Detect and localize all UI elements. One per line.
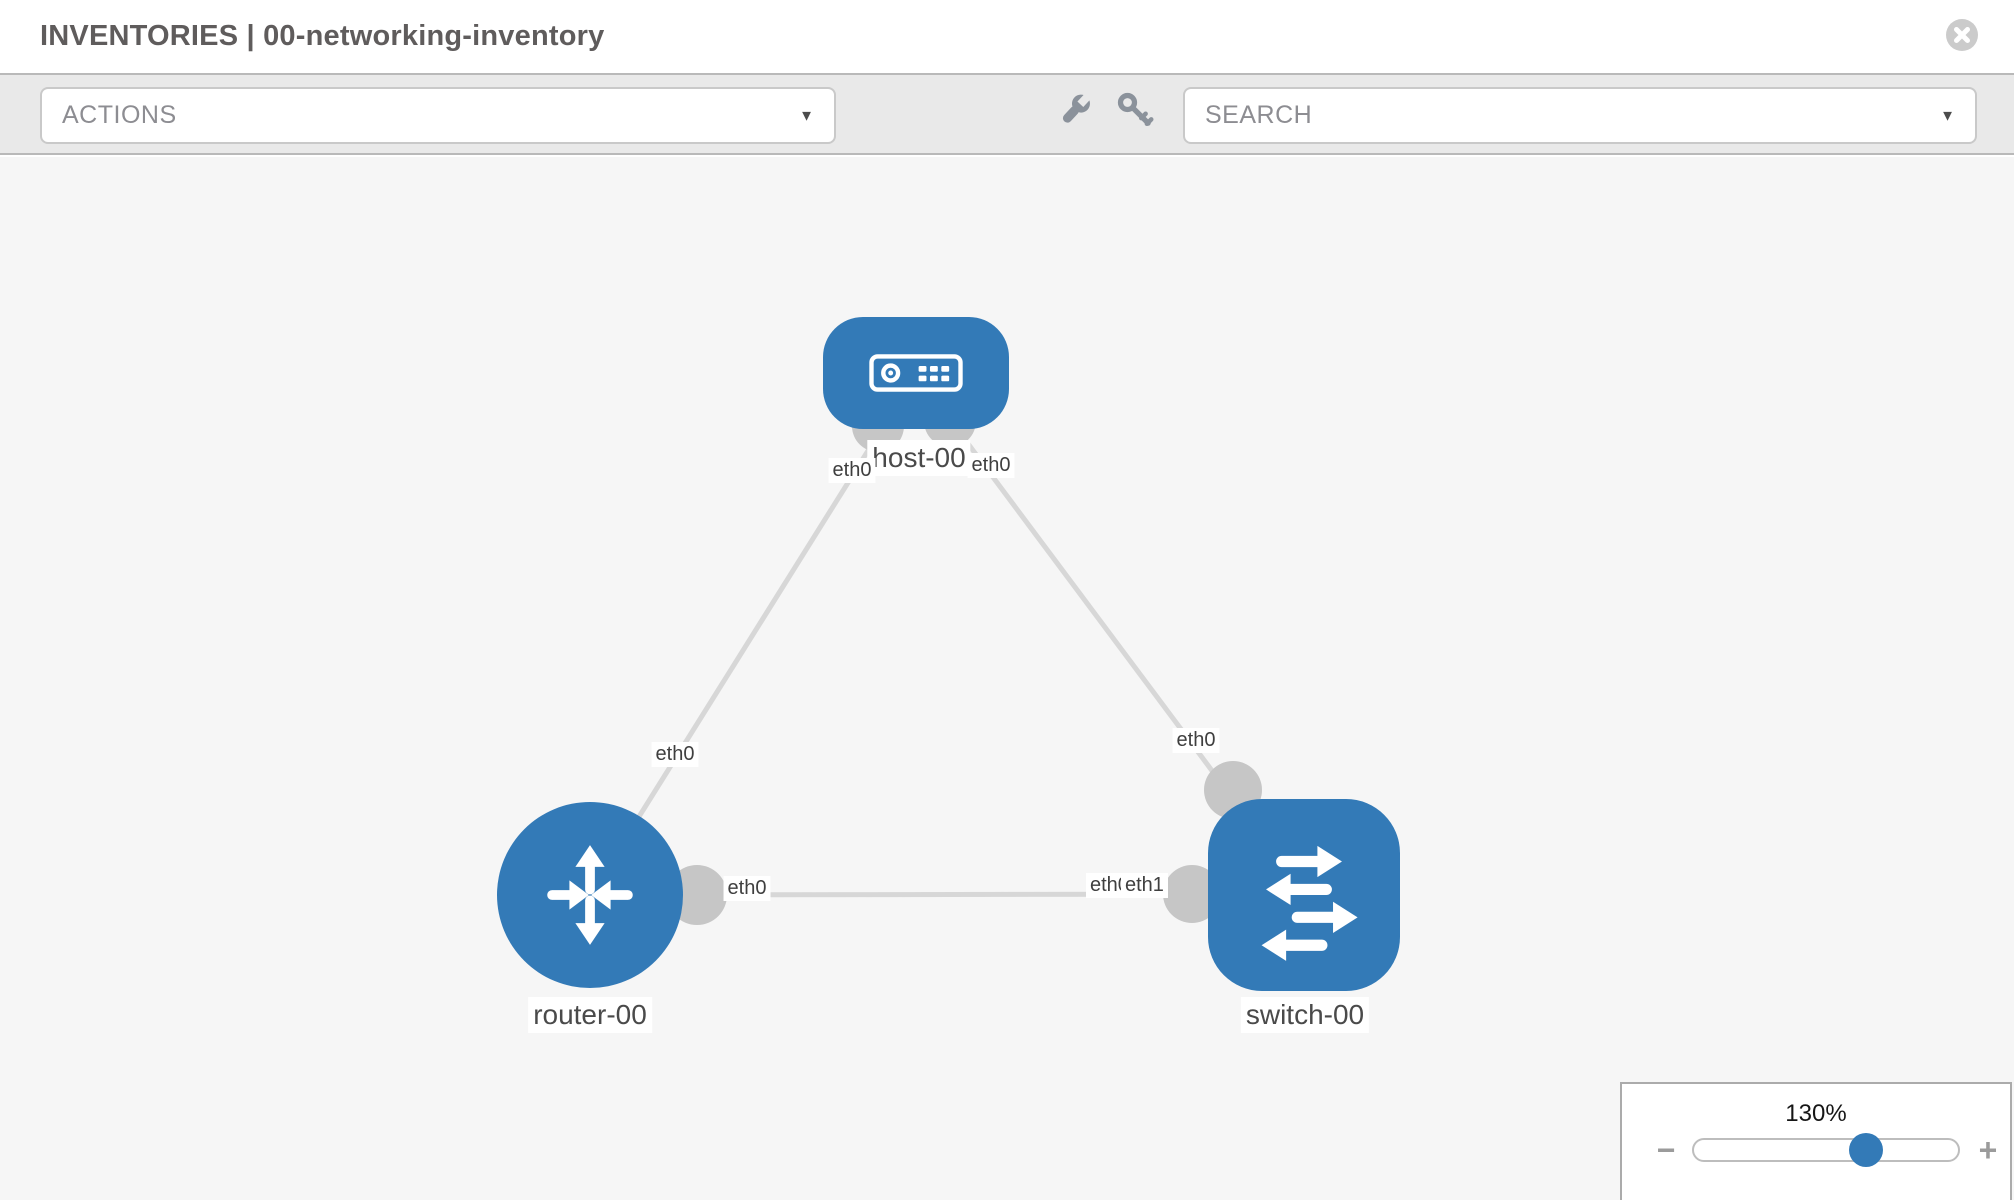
configure-button[interactable] (1053, 88, 1097, 132)
node-label-router-00: router-00 (528, 997, 652, 1033)
header: INVENTORIES | 00-networking-inventory (0, 0, 2014, 73)
chevron-down-icon: ▼ (799, 107, 814, 124)
node-router-00[interactable] (497, 802, 683, 988)
interface-dot (1163, 865, 1221, 923)
node-label-host-00: host-00 (867, 440, 971, 476)
wrench-icon (1062, 93, 1092, 123)
zoom-slider-track[interactable] (1692, 1133, 1960, 1167)
key-icon (1117, 92, 1154, 126)
topology-canvas[interactable]: host-00 router-00 switch-00 eth0 eth0 et… (0, 157, 2014, 1200)
interface-label-host-right: eth0 (967, 453, 1015, 478)
switch-icon (1261, 845, 1358, 961)
node-label-switch-00: switch-00 (1240, 997, 1370, 1033)
search-dropdown[interactable]: SEARCH ▼ (1183, 87, 1977, 144)
interface-label-router-top: eth0 (651, 742, 699, 767)
actions-dropdown[interactable]: ACTIONS ▼ (40, 87, 836, 144)
zoom-panel: 130% − + (1620, 1082, 2012, 1200)
actions-dropdown-label: ACTIONS (62, 101, 177, 129)
zoom-level: 130% (1785, 1100, 1847, 1127)
interface-label-switch-top: eth0 (1172, 728, 1220, 753)
key-button[interactable] (1113, 88, 1157, 132)
close-icon (1946, 19, 1978, 51)
node-host-00[interactable] (823, 317, 1009, 429)
node-switch-00[interactable] (1208, 799, 1400, 991)
toolbar: ACTIONS ▼ SEARC (0, 73, 2014, 155)
search-dropdown-label: SEARCH (1205, 101, 1313, 129)
chevron-down-icon: ▼ (1940, 107, 1955, 124)
router-icon (547, 845, 633, 945)
zoom-out-button[interactable]: − (1646, 1130, 1686, 1170)
host-icon (869, 354, 963, 392)
zoom-in-button[interactable]: + (1968, 1130, 2008, 1170)
page-title: INVENTORIES | 00-networking-inventory (40, 20, 605, 52)
interface-dot (667, 865, 727, 925)
topology-links-layer (587, 372, 1307, 925)
interface-label-router-right: eth0 (723, 876, 771, 901)
interface-label-switch-left-over: eth1 (1121, 873, 1168, 898)
zoom-slider-row: − + (1622, 1130, 2010, 1170)
close-button[interactable] (1945, 18, 1979, 52)
zoom-slider-handle[interactable] (1849, 1133, 1883, 1167)
interface-label-host-left: eth0 (828, 458, 876, 483)
